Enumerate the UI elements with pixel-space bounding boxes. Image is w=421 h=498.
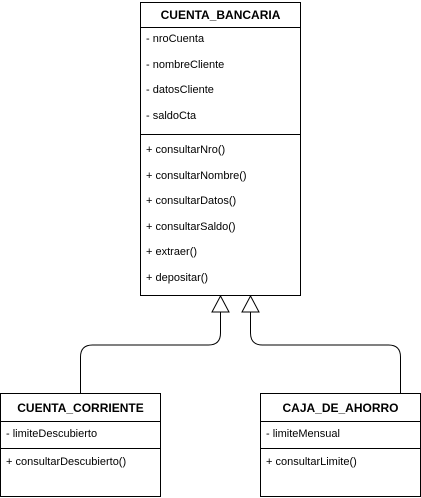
class-cuenta-corriente[interactable]: CUENTA_CORRIENTE - limiteDescubierto + c… [0,393,161,497]
class-name: CUENTA_BANCARIA [141,3,300,28]
method: + extraer() [146,246,198,258]
generalization-caja-de-ahorro [250,312,401,393]
method: + consultarNro() [146,144,226,156]
attribute: - datosCliente [146,84,214,96]
class-caja-de-ahorro[interactable]: CAJA_DE_AHORRO - limiteMensual + consult… [260,393,421,497]
attributes-section: - nroCuenta - nombreCliente - datosClien… [141,28,300,135]
class-name: CAJA_DE_AHORRO [261,394,420,422]
attributes-section: - limiteDescubierto [1,422,160,449]
attribute: - limiteDescubierto [6,428,98,440]
generalization-arrowhead-right [241,294,260,313]
attribute: - nroCuenta [146,33,205,45]
method: + consultarLimite() [266,456,357,468]
class-cuenta-bancaria[interactable]: CUENTA_BANCARIA - nroCuenta - nombreClie… [140,2,301,296]
method: + consultarDatos() [146,195,237,207]
method: + consultarDescubierto() [6,456,127,468]
method: + depositar() [146,272,209,284]
generalization-arrowhead-left [211,294,230,313]
attribute: - saldoCta [146,110,197,122]
attribute: - nombreCliente [146,59,225,71]
class-name: CUENTA_CORRIENTE [1,394,160,422]
methods-section: + consultarNro() + consultarNombre() + c… [141,135,300,295]
methods-section: + consultarDescubierto() [1,449,160,496]
method: + consultarSaldo() [146,221,236,233]
method: + consultarNombre() [146,170,247,182]
attributes-section: - limiteMensual [261,422,420,449]
generalization-cuenta-corriente [80,312,221,393]
attribute: - limiteMensual [266,428,340,440]
methods-section: + consultarLimite() [261,449,420,496]
